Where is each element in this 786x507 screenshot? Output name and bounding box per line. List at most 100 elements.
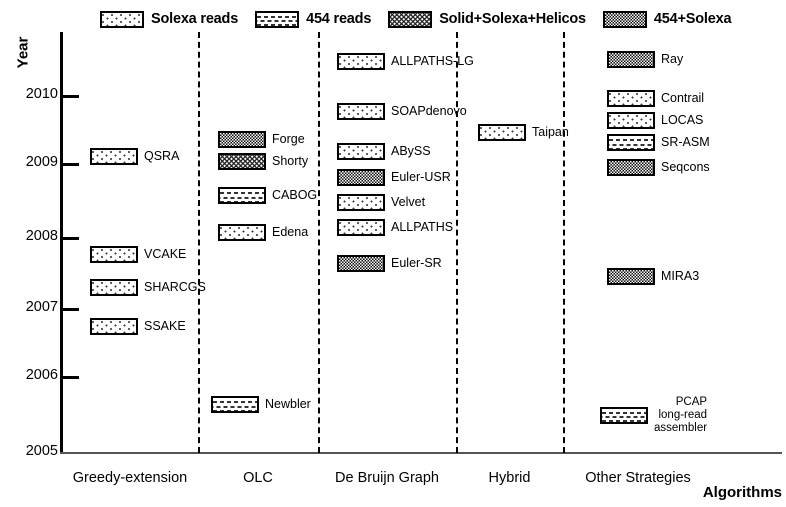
data-item-soapdenovo[interactable]: SOAPdenovo bbox=[337, 103, 467, 120]
label-sr-asm: SR-ASM bbox=[661, 134, 710, 149]
data-item-forge[interactable]: Forge bbox=[218, 131, 305, 148]
data-item-abyss[interactable]: ABySS bbox=[337, 143, 431, 160]
data-item-edena[interactable]: Edena bbox=[218, 224, 308, 241]
data-item-taipan[interactable]: Taipan bbox=[478, 124, 569, 141]
data-item-ray[interactable]: Ray bbox=[607, 51, 683, 68]
label-allpaths: ALLPATHS bbox=[391, 219, 454, 234]
y-tick-mark-2006 bbox=[62, 376, 79, 379]
swatch-contrail bbox=[607, 90, 655, 107]
swatch-edena bbox=[218, 224, 266, 241]
x-category-hybrid: Hybrid bbox=[488, 470, 531, 486]
data-item-velvet[interactable]: Velvet bbox=[337, 194, 425, 211]
label-qsra: QSRA bbox=[144, 148, 180, 163]
data-item-euler-usr[interactable]: Euler-USR bbox=[337, 169, 451, 186]
y-tick-label-2006: 2006 bbox=[25, 367, 58, 383]
data-item-shorty[interactable]: Shorty bbox=[218, 153, 308, 170]
label-seqcons: Seqcons bbox=[661, 159, 710, 174]
label-ray: Ray bbox=[661, 51, 684, 66]
swatch-taipan bbox=[478, 124, 526, 141]
swatch-ssake bbox=[90, 318, 138, 335]
y-tick-label-2010: 2010 bbox=[25, 86, 58, 102]
swatch-mira3 bbox=[607, 268, 655, 285]
y-tick-2008: 2008 bbox=[0, 228, 58, 244]
data-item-contrail[interactable]: Contrail bbox=[607, 90, 704, 107]
label-pcap-line2: long-read bbox=[658, 408, 708, 421]
y-axis-line bbox=[60, 32, 63, 454]
swatch-sr-asm bbox=[607, 134, 655, 151]
y-tick-label-2009: 2009 bbox=[25, 154, 58, 170]
label-newbler: Newbler bbox=[265, 396, 311, 411]
x-category-de-bruijn-graph: De Bruijn Graph bbox=[335, 470, 439, 486]
legend-label-454-reads: 454 reads bbox=[306, 11, 372, 27]
swatch-locas bbox=[607, 112, 655, 129]
chart-legend: Solexa reads 454 reads Solid+Solexa+Heli… bbox=[100, 6, 760, 32]
x-category-greedy-extension: Greedy-extension bbox=[72, 470, 188, 486]
label-cabog: CABOG bbox=[272, 187, 318, 202]
x-category-other-strategies: Other Strategies bbox=[585, 470, 691, 486]
swatch-soapdenovo bbox=[337, 103, 385, 120]
y-tick-2010: 2010 bbox=[0, 86, 58, 102]
swatch-euler-sr bbox=[337, 255, 385, 272]
data-item-newbler[interactable]: Newbler bbox=[211, 396, 311, 413]
data-item-seqcons[interactable]: Seqcons bbox=[607, 159, 710, 176]
data-item-sr-asm[interactable]: SR-ASM bbox=[607, 134, 710, 151]
swatch-cabog bbox=[218, 187, 266, 204]
label-contrail: Contrail bbox=[661, 90, 705, 105]
label-euler-usr: Euler-USR bbox=[391, 169, 451, 184]
label-allpaths-lg: ALLPATHS-LG bbox=[391, 53, 474, 68]
data-item-cabog[interactable]: CABOG bbox=[218, 187, 317, 204]
label-abyss: ABySS bbox=[391, 143, 431, 158]
legend-item-454-solexa: 454+Solexa bbox=[602, 10, 732, 28]
legend-item-solexa-reads: Solexa reads bbox=[100, 10, 239, 28]
swatch-abyss bbox=[337, 143, 385, 160]
data-item-ssake[interactable]: SSAKE bbox=[90, 318, 186, 335]
label-forge: Forge bbox=[272, 131, 305, 146]
label-pcap: PCAP long-read assembler bbox=[654, 396, 707, 435]
x-category-olc: OLC bbox=[243, 470, 273, 486]
legend-item-solid-solexa-helicos: Solid+Solexa+Helicos bbox=[388, 10, 586, 28]
y-tick-2006: 2006 bbox=[0, 367, 58, 383]
legend-label-solexa-reads: Solexa reads bbox=[151, 11, 239, 27]
category-divider-1 bbox=[198, 32, 200, 453]
swatch-vcake bbox=[90, 246, 138, 263]
label-mira3: MIRA3 bbox=[661, 268, 700, 283]
legend-swatch-solexa-reads bbox=[100, 10, 144, 28]
label-edena: Edena bbox=[272, 224, 309, 239]
data-item-pcap-long-read-assembler[interactable]: PCAP long-read assembler bbox=[600, 396, 707, 435]
data-item-allpaths[interactable]: ALLPATHS bbox=[337, 219, 453, 236]
legend-label-454-solexa: 454+Solexa bbox=[653, 11, 732, 27]
label-locas: LOCAS bbox=[661, 112, 704, 127]
swatch-sharcgs bbox=[90, 279, 138, 296]
label-soapdenovo: SOAPdenovo bbox=[391, 103, 467, 118]
y-tick-2007: 2007 bbox=[0, 299, 58, 315]
data-item-allpaths-lg[interactable]: ALLPATHS-LG bbox=[337, 53, 474, 70]
data-item-vcake[interactable]: VCAKE bbox=[90, 246, 186, 263]
category-divider-3 bbox=[456, 32, 458, 453]
label-vcake: VCAKE bbox=[144, 246, 187, 261]
data-item-qsra[interactable]: QSRA bbox=[90, 148, 179, 165]
x-axis-title: Algorithms bbox=[702, 484, 782, 501]
category-divider-4 bbox=[563, 32, 565, 453]
swatch-qsra bbox=[90, 148, 138, 165]
y-tick-label-2005: 2005 bbox=[25, 443, 58, 459]
y-tick-label-2007: 2007 bbox=[25, 299, 58, 315]
swatch-pcap bbox=[600, 406, 648, 424]
data-item-locas[interactable]: LOCAS bbox=[607, 112, 703, 129]
swatch-allpaths bbox=[337, 219, 385, 236]
data-item-euler-sr[interactable]: Euler-SR bbox=[337, 255, 442, 272]
data-item-mira3[interactable]: MIRA3 bbox=[607, 268, 699, 285]
legend-label-solid-solexa-helicos: Solid+Solexa+Helicos bbox=[439, 11, 586, 27]
y-tick-mark-2008 bbox=[62, 237, 79, 240]
x-axis-line bbox=[60, 452, 782, 454]
swatch-euler-usr bbox=[337, 169, 385, 186]
swatch-seqcons bbox=[607, 159, 655, 176]
label-euler-sr: Euler-SR bbox=[391, 255, 442, 270]
legend-item-454-reads: 454 reads bbox=[255, 10, 372, 28]
category-divider-2 bbox=[318, 32, 320, 453]
data-item-sharcgs[interactable]: SHARCGS bbox=[90, 279, 206, 296]
swatch-velvet bbox=[337, 194, 385, 211]
swatch-shorty bbox=[218, 153, 266, 170]
swatch-allpaths-lg bbox=[337, 53, 385, 70]
y-tick-mark-2009 bbox=[62, 163, 79, 166]
